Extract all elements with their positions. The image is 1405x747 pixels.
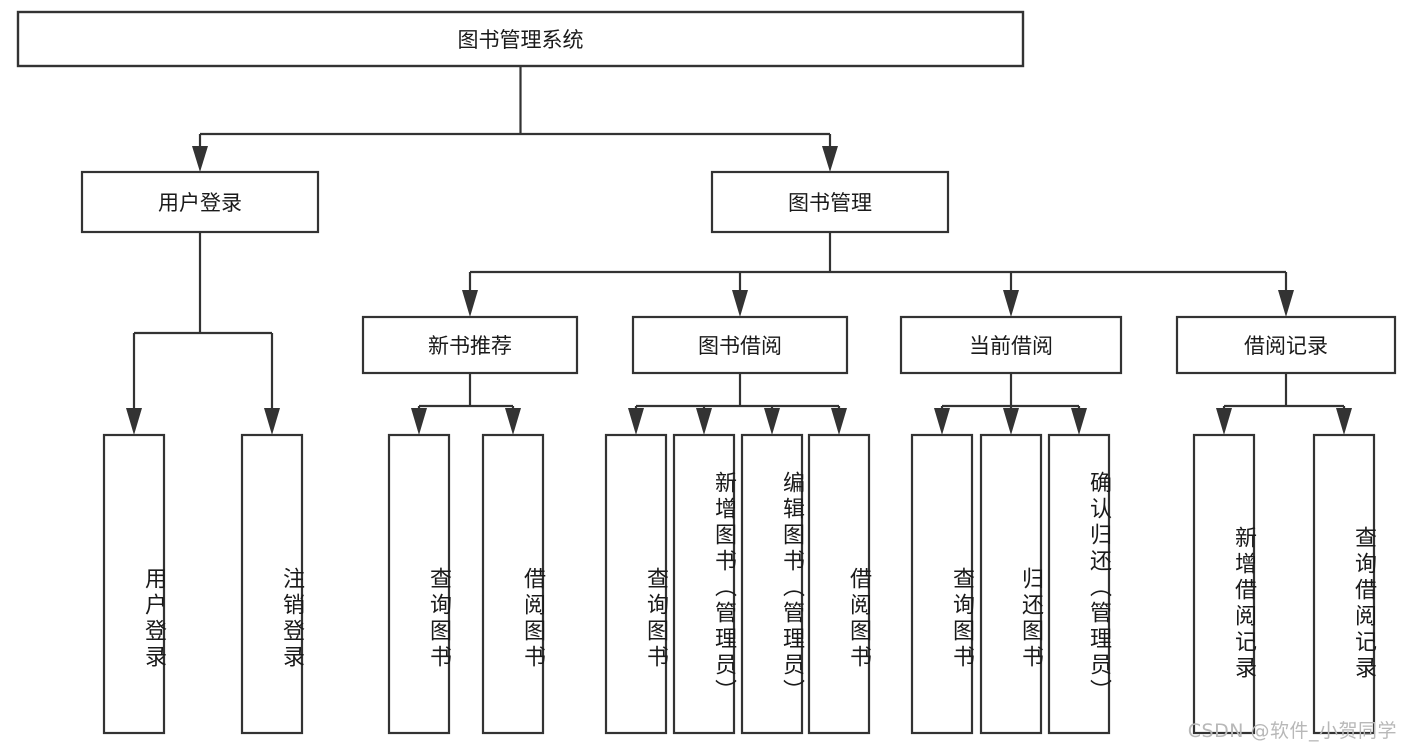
node-leaf-borrow-book-1-box[interactable] bbox=[481, 433, 545, 735]
arrow-head-leaf-query-record bbox=[1336, 408, 1352, 435]
arrow-head-current-borrow bbox=[1003, 290, 1019, 317]
node-leaf-query-book-2-box[interactable] bbox=[604, 433, 668, 735]
node-current-borrow[interactable]: 当前借阅 bbox=[899, 315, 1123, 375]
node-borrow-record-label: 借阅记录 bbox=[1244, 334, 1328, 358]
node-user-login-box[interactable] bbox=[80, 170, 320, 234]
node-new-book-rec-label: 新书推荐 bbox=[428, 334, 512, 358]
leaf-box-group bbox=[102, 433, 1376, 735]
node-user-login-label: 用户登录 bbox=[158, 191, 242, 215]
arrow-head-leaf-query-book-3 bbox=[934, 408, 950, 435]
node-book-manage[interactable]: 图书管理 bbox=[710, 170, 950, 234]
node-book-manage-label: 图书管理 bbox=[788, 191, 872, 215]
node-user-login[interactable]: 用户登录 bbox=[80, 170, 320, 234]
arrow-head-leaf-edit-book bbox=[764, 408, 780, 435]
arrow-head-user-login bbox=[192, 146, 208, 172]
arrow-head-leaf-return-book bbox=[1003, 408, 1019, 435]
node-book-borrow-label: 图书借阅 bbox=[698, 334, 782, 358]
connector-group bbox=[126, 66, 1352, 435]
node-leaf-confirm-return-box[interactable] bbox=[1047, 433, 1111, 735]
arrow-head-leaf-confirm-return bbox=[1071, 408, 1087, 435]
node-root[interactable]: 图书管理系统 bbox=[16, 10, 1025, 68]
node-leaf-user-logout-box[interactable] bbox=[240, 433, 304, 735]
arrow-head-leaf-add-book bbox=[696, 408, 712, 435]
node-borrow-record[interactable]: 借阅记录 bbox=[1175, 315, 1397, 375]
arrow-head-borrow-record bbox=[1278, 290, 1294, 317]
node-borrow-record-box[interactable] bbox=[1175, 315, 1397, 375]
node-book-borrow[interactable]: 图书借阅 bbox=[631, 315, 849, 375]
node-root-label: 图书管理系统 bbox=[458, 28, 584, 52]
node-leaf-borrow-book-2-box[interactable] bbox=[807, 433, 871, 735]
node-book-borrow-box[interactable] bbox=[631, 315, 849, 375]
node-leaf-add-record-box[interactable] bbox=[1192, 433, 1256, 735]
node-book-manage-box[interactable] bbox=[710, 170, 950, 234]
arrow-head-leaf-user-logout bbox=[264, 408, 280, 435]
node-leaf-user-login-box[interactable] bbox=[102, 433, 166, 735]
arrow-head-leaf-user-login bbox=[126, 408, 142, 435]
arrow-head-leaf-add-record bbox=[1216, 408, 1232, 435]
arrow-head-book-borrow bbox=[732, 290, 748, 317]
arrow-head-leaf-borrow-book-2 bbox=[831, 408, 847, 435]
arrow-head-new-book-rec bbox=[462, 290, 478, 317]
node-current-borrow-box[interactable] bbox=[899, 315, 1123, 375]
csdn-watermark: CSDN @软件_小贺同学 bbox=[1187, 720, 1397, 742]
node-leaf-query-record-box[interactable] bbox=[1312, 433, 1376, 735]
node-new-book-rec-box[interactable] bbox=[361, 315, 579, 375]
node-leaf-query-book-1-box[interactable] bbox=[387, 433, 451, 735]
node-root-box[interactable] bbox=[16, 10, 1025, 68]
node-leaf-return-book-box[interactable] bbox=[979, 433, 1043, 735]
node-leaf-query-book-3-box[interactable] bbox=[910, 433, 974, 735]
arrow-head-book-manage bbox=[822, 146, 838, 172]
node-current-borrow-label: 当前借阅 bbox=[969, 334, 1053, 358]
node-leaf-edit-book-box[interactable] bbox=[740, 433, 804, 735]
node-leaf-add-book-box[interactable] bbox=[672, 433, 736, 735]
node-new-book-rec[interactable]: 新书推荐 bbox=[361, 315, 579, 375]
arrow-head-leaf-query-book-1 bbox=[411, 408, 427, 435]
arrow-head-leaf-borrow-book-1 bbox=[505, 408, 521, 435]
arrow-head-leaf-query-book-2 bbox=[628, 408, 644, 435]
